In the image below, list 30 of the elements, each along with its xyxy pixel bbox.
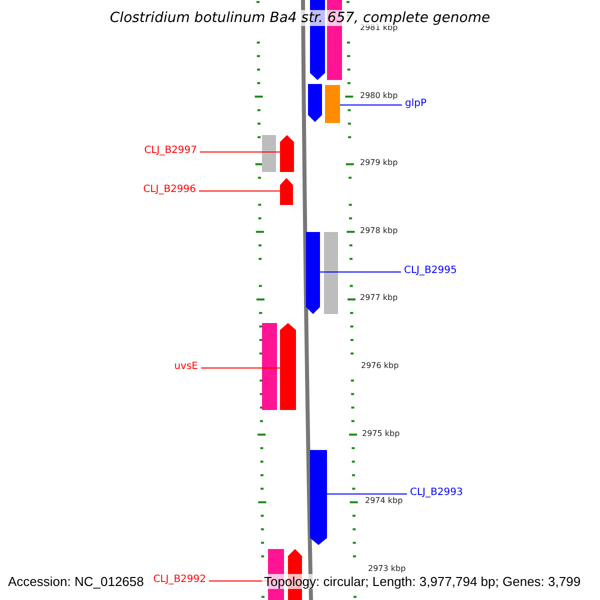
tick-label: 2980 kbp: [360, 90, 398, 101]
gene-feature-bar: [310, 450, 327, 545]
tick-label: 2979 kbp: [360, 158, 398, 168]
gene-feature-bar: [324, 232, 338, 314]
gene-feature-bar: [308, 84, 322, 122]
gene-feature-bar: [262, 323, 277, 410]
gene-label: CLJ_B2992: [153, 574, 206, 586]
gene-feature-bar: [325, 85, 340, 123]
tick-label: 2981 kbp: [360, 23, 398, 33]
gene-feature-bar: [262, 135, 276, 172]
gene-feature-bar: [280, 323, 296, 410]
gene-label: CLJ_B2993: [410, 487, 463, 499]
gene-feature-bar: [306, 232, 320, 314]
gene-label: CLJ_B2995: [404, 265, 457, 277]
tick-label: 2975 kbp: [362, 428, 400, 439]
gene-label: uvsE: [174, 361, 198, 373]
tick-label: 2977 kbp: [360, 293, 398, 304]
tick-label: 2974 kbp: [365, 496, 403, 506]
footer-text: Topology: circular; Length: 3,977,794 bp; Genes: 3,799: [262, 574, 583, 589]
gene-label: CLJ_B2997: [144, 145, 197, 157]
tick-label: 2976 kbp: [361, 361, 399, 371]
tick-label: 2973 kbp: [368, 564, 406, 574]
leader-line: [340, 104, 402, 106]
gene-feature-bar: [280, 178, 293, 205]
gene-label: CLJ_B2996: [143, 184, 196, 196]
gene-label: glpP: [405, 98, 427, 110]
gene-feature-bar: [280, 135, 294, 172]
tick-label: 2978 kbp: [360, 226, 398, 236]
leader-line: [198, 190, 280, 192]
footer-text: Accession: NC_012658: [6, 574, 146, 589]
